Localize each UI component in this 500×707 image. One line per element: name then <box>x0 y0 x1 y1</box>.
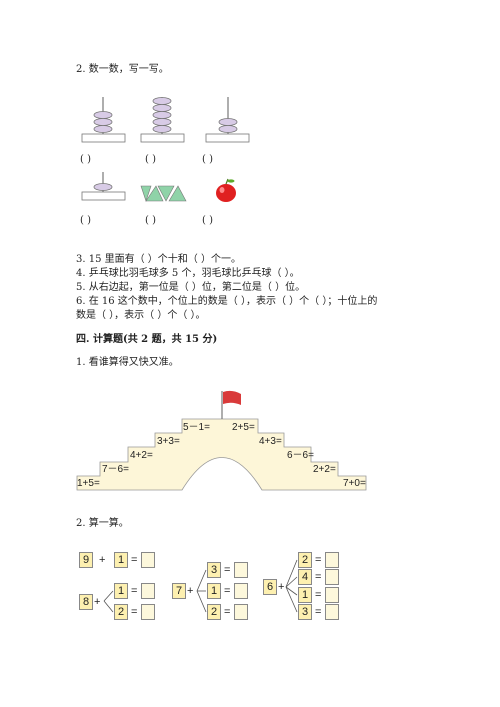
answer-paren-1[interactable]: ( ) <box>80 154 91 165</box>
abacus-1 <box>81 97 126 143</box>
equals-sign: = <box>224 585 231 597</box>
number-box-8: 8 <box>79 594 93 610</box>
number-box-1: 1 <box>298 587 312 603</box>
equals-sign: = <box>315 589 322 601</box>
bridge-eq-l5: 1+5= <box>77 478 100 489</box>
question-6-line-1: 6. 在 16 这个数中，个位上的数是（ ），表示（ ）个（ ）；十位上的 <box>76 296 378 307</box>
equals-sign: = <box>315 571 322 583</box>
answer-box[interactable] <box>325 552 339 568</box>
number-box-2: 2 <box>298 552 312 568</box>
answer-box[interactable] <box>325 587 339 603</box>
bridge-eq-l2: 3+3= <box>157 436 180 447</box>
question-6-line-2: 数是（ ），表示（ ）个（ ）。 <box>76 310 206 321</box>
equals-sign: = <box>131 554 138 566</box>
plus-sign: + <box>278 581 285 593</box>
equals-sign: = <box>315 554 322 566</box>
answer-box[interactable] <box>141 583 155 599</box>
q2-title: 2. 数一数，写一写。 <box>76 64 169 75</box>
number-box-1: 1 <box>114 552 128 568</box>
number-box-7: 7 <box>172 583 186 599</box>
equals-sign: = <box>131 585 138 597</box>
apple-icon <box>216 178 236 202</box>
answer-paren-6[interactable]: ( ) <box>202 215 213 226</box>
number-box-3: 3 <box>207 562 221 578</box>
number-box-1: 1 <box>207 583 221 599</box>
answer-box[interactable] <box>325 604 339 620</box>
equals-sign: = <box>224 606 231 618</box>
abacus-3 <box>205 97 250 143</box>
number-box-6: 6 <box>263 579 277 595</box>
number-box-2: 2 <box>114 604 128 620</box>
answer-box[interactable] <box>234 583 248 599</box>
plus-sign: + <box>94 596 101 608</box>
number-box-2: 2 <box>207 604 221 620</box>
bridge-eq-r2: 4+3= <box>259 436 282 447</box>
number-box-3: 3 <box>298 604 312 620</box>
calc-q1-title: 1. 看谁算得又快又准。 <box>76 357 179 368</box>
answer-box[interactable] <box>141 604 155 620</box>
plus-sign: + <box>99 554 106 566</box>
question-5: 5. 从右边起，第一位是（ ）位，第二位是（ ）位。 <box>76 282 306 293</box>
answer-box[interactable] <box>234 604 248 620</box>
equals-sign: = <box>224 564 231 576</box>
bridge-eq-r4: 2+2= <box>313 464 336 475</box>
answer-box[interactable] <box>234 562 248 578</box>
bridge-eq-r5: 7+0= <box>343 478 366 489</box>
bridge-eq-l3: 4+2= <box>130 450 153 461</box>
bridge-eq-l4: 7－6= <box>102 464 129 475</box>
equals-sign: = <box>315 606 322 618</box>
equals-sign: = <box>131 606 138 618</box>
abacus-4 <box>81 172 126 201</box>
number-box-1: 1 <box>114 583 128 599</box>
question-4: 4. 乒乓球比羽毛球多 5 个，羽毛球比乒乓球（ ）。 <box>76 268 300 279</box>
answer-box[interactable] <box>141 552 155 568</box>
number-box-9: 9 <box>79 552 93 568</box>
answer-paren-5[interactable]: ( ) <box>145 215 156 226</box>
abacus-2 <box>140 97 185 143</box>
answer-box[interactable] <box>325 569 339 585</box>
plus-sign: + <box>187 585 194 597</box>
answer-paren-4[interactable]: ( ) <box>80 215 91 226</box>
bridge-eq-r3: 6－6= <box>287 450 314 461</box>
number-box-4: 4 <box>298 569 312 585</box>
question-3: 3. 15 里面有（ ）个十和（ ）个一。 <box>76 254 241 265</box>
answer-paren-2[interactable]: ( ) <box>145 154 156 165</box>
bridge-eq-top-right: 2+5= <box>232 422 255 433</box>
triangles <box>140 185 187 202</box>
bridge-eq-top-left: 5－1= <box>183 422 210 433</box>
answer-paren-3[interactable]: ( ) <box>202 154 213 165</box>
calc-q2-title: 2. 算一算。 <box>76 518 129 529</box>
section-title: 四. 计算题(共 2 题，共 15 分) <box>76 334 218 345</box>
